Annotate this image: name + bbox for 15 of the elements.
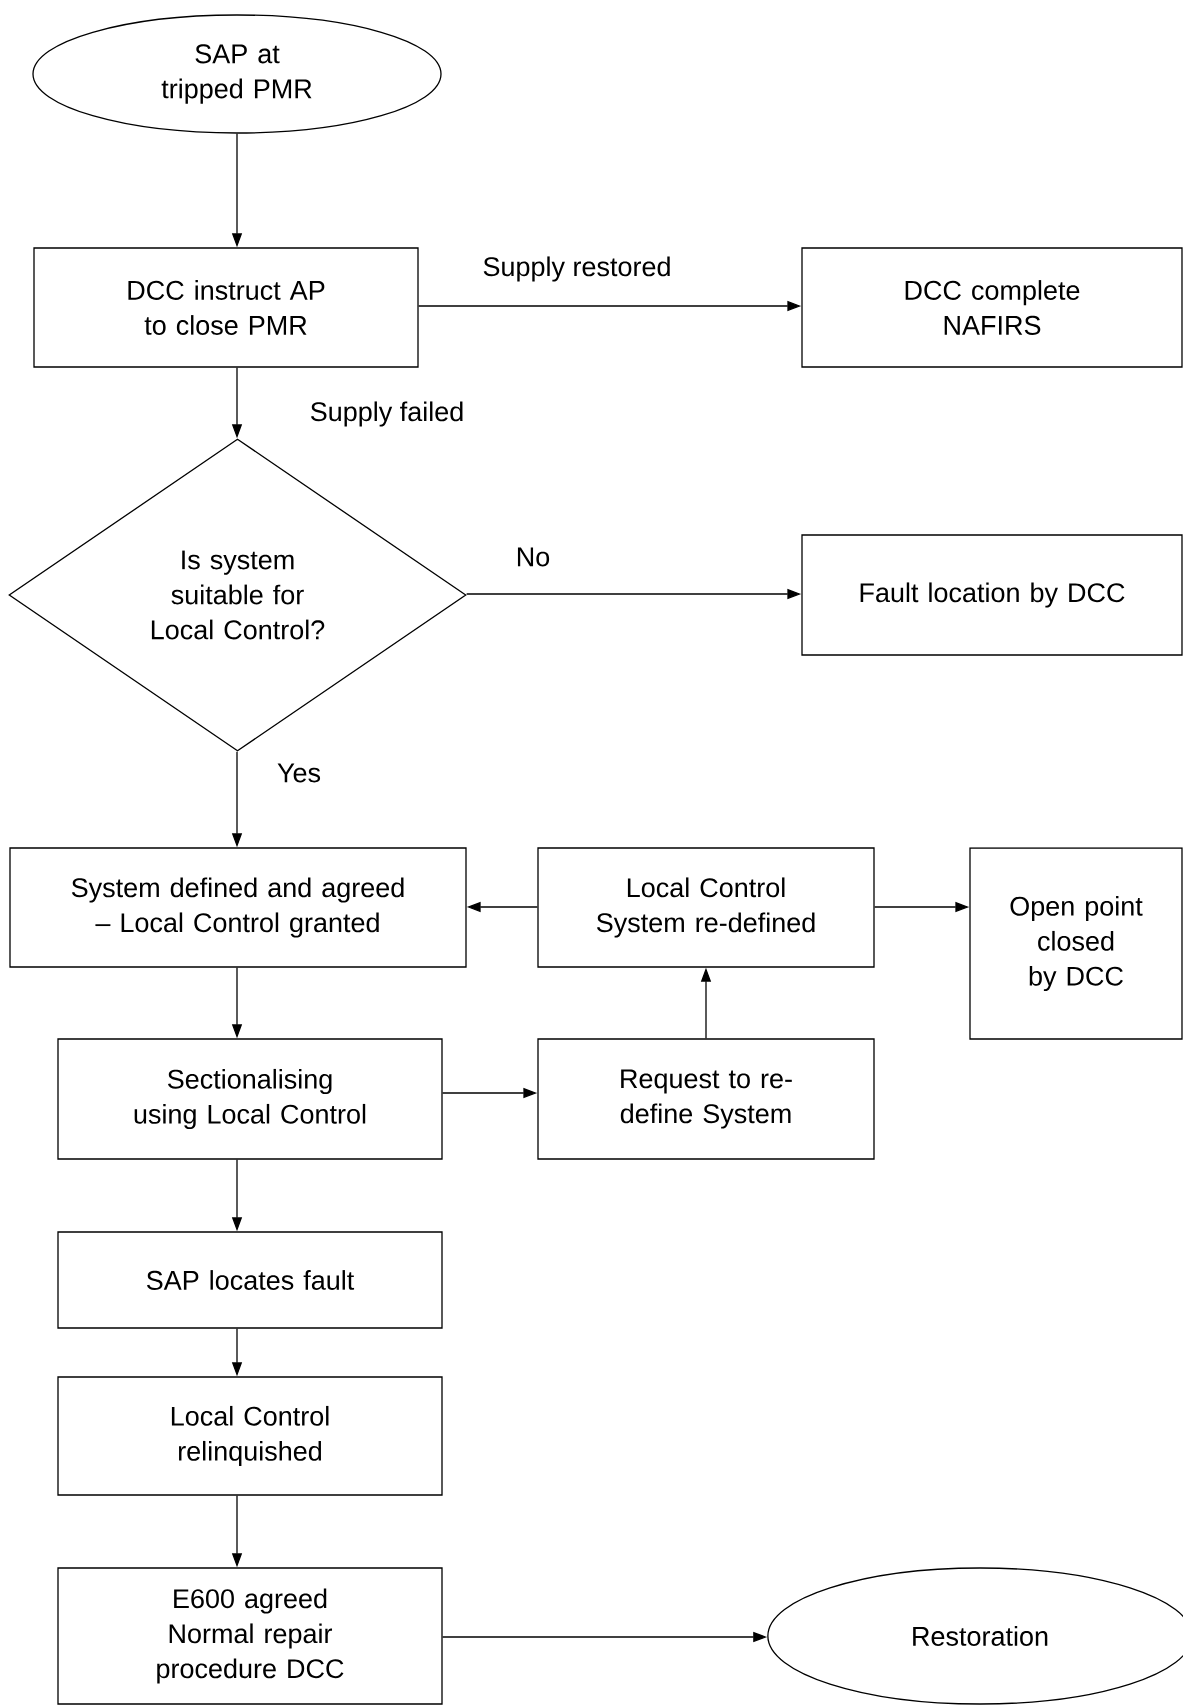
process-box: DCC instruct AP to close PMR <box>33 247 419 368</box>
edge-label: No <box>513 545 553 569</box>
process-box: Sectionalising using Local Control <box>57 1038 443 1160</box>
process-box: DCC complete NAFIRS <box>801 247 1183 368</box>
process-box: E600 agreed Normal repair procedure DCC <box>57 1567 443 1705</box>
process-box: Local Control relinquished <box>57 1376 443 1496</box>
process-box: System defined and agreed – Local Control granted <box>9 847 467 968</box>
edge-label: Supply failed <box>307 399 467 429</box>
process-box: Fault location by DCC <box>801 534 1183 656</box>
edge-label: Supply restored <box>480 254 674 284</box>
process-box: Request to re-define System <box>537 1038 875 1160</box>
process-box: Open point closed by DCC <box>969 847 1183 1040</box>
edge-label: Yes <box>275 761 323 785</box>
process-box: SAP locates fault <box>57 1231 443 1329</box>
process-box: Local Control System re-defined <box>537 847 875 968</box>
